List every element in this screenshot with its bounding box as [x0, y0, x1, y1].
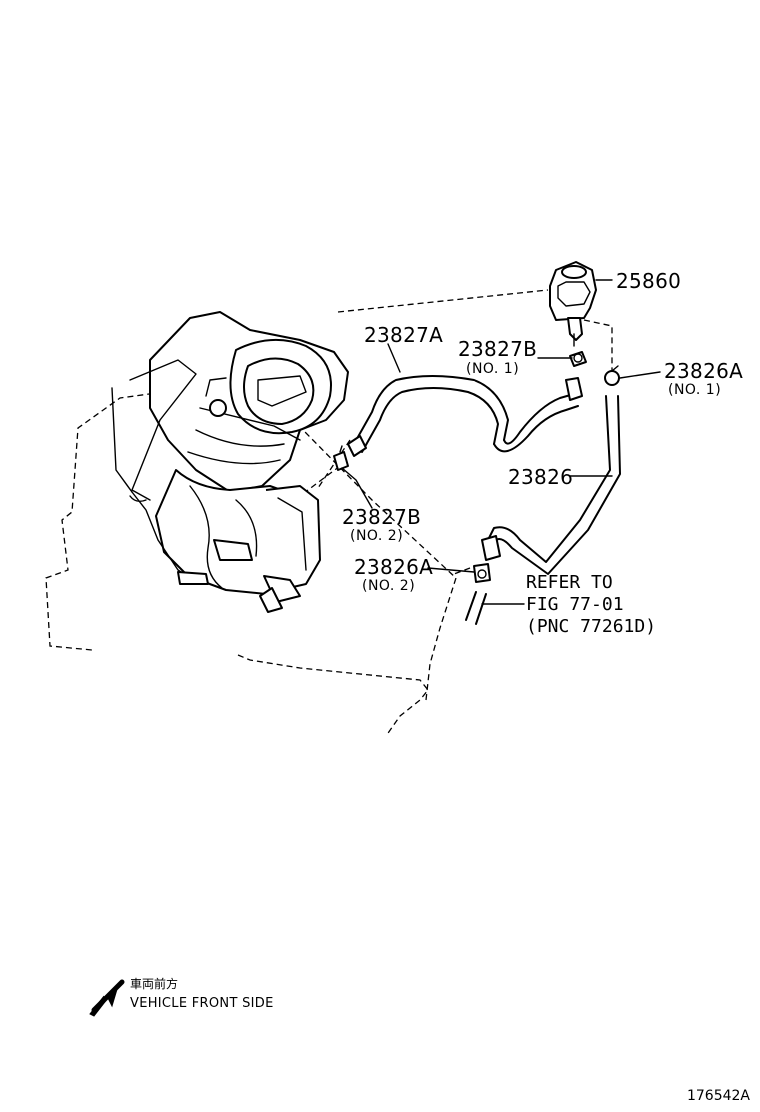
- hose-23827A: [347, 375, 583, 457]
- label-23826A-no2-sub: (NO. 2): [362, 578, 415, 594]
- label-25860: 25860: [616, 269, 681, 293]
- clamp-23826A-no1: [604, 365, 620, 386]
- vacuum-switching-valve: [549, 261, 597, 347]
- label-23827A: 23827A: [364, 323, 443, 347]
- label-23827B-no2: 23827B: [342, 505, 421, 529]
- label-23826: 23826: [508, 465, 573, 489]
- refer-hose-stub: [465, 591, 487, 625]
- front-side-legend: 車両前方 VEHICLE FRONT SIDE: [89, 976, 274, 1017]
- clip-23827B-no1: [569, 351, 587, 367]
- clip-23827B-no2: [333, 445, 349, 471]
- label-23826A-no1: 23826A: [664, 359, 743, 383]
- legend-jp: 車両前方: [130, 976, 178, 991]
- reference-line-2: FIG 77-01: [526, 594, 624, 615]
- throttle-body-assembly: [111, 311, 349, 613]
- leader-lines: [341, 279, 661, 605]
- hose-23826: [481, 395, 621, 575]
- legend-en: VEHICLE FRONT SIDE: [130, 996, 274, 1011]
- label-23827B-no1: 23827B: [458, 337, 537, 361]
- reference-line-3: (PNC 77261D): [526, 616, 656, 637]
- illustration-code: 176542A: [687, 1088, 750, 1104]
- clamp-23826A-no2: [473, 563, 491, 583]
- label-23827B-no1-sub: (NO. 1): [466, 361, 519, 377]
- reference-note: REFER TO FIG 77-01 (PNC 77261D): [526, 572, 656, 637]
- label-23826A-no1-sub: (NO. 1): [668, 382, 721, 398]
- callout-labels: 25860 23827A 23827B (NO. 1) 23826A (NO. …: [342, 269, 743, 594]
- label-23826A-no2: 23826A: [354, 555, 433, 579]
- label-23827B-no2-sub: (NO. 2): [350, 528, 403, 544]
- reference-line-1: REFER TO: [526, 572, 613, 593]
